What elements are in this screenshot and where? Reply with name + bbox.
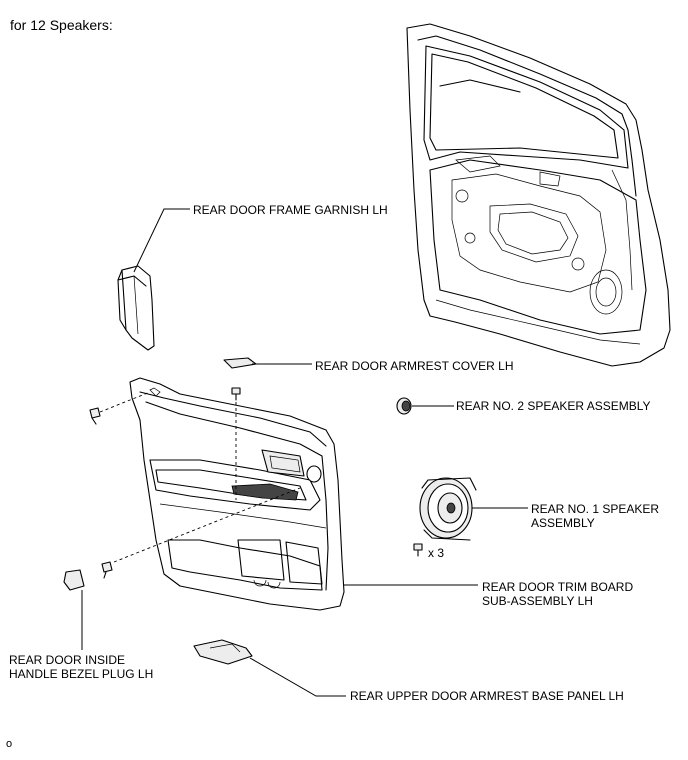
- trim-screw-lower-illustration: [101, 561, 113, 579]
- trim-board-illustration: [129, 377, 345, 611]
- armrest-base-panel-illustration: [193, 639, 253, 665]
- label-armrest-base-panel: REAR UPPER DOOR ARMREST BASE PANEL LH: [350, 689, 624, 703]
- no2-speaker-illustration: [396, 397, 412, 415]
- armrest-cover-illustration: [223, 357, 257, 369]
- diagram-heading: for 12 Speakers:: [10, 17, 113, 33]
- label-trim-board-line1: REAR DOOR TRIM BOARD: [482, 580, 634, 594]
- speaker-screw-illustration: [413, 543, 423, 557]
- label-screw-count: x 3: [428, 546, 445, 560]
- label-no1-speaker-line2: ASSEMBLY: [531, 516, 595, 530]
- figure-code: o: [6, 738, 13, 750]
- label-frame-garnish: REAR DOOR FRAME GARNISH LH: [193, 203, 388, 217]
- trim-screw-top-illustration: [231, 387, 241, 401]
- frame-garnish-illustration: [117, 265, 155, 351]
- label-no2-speaker: REAR NO. 2 SPEAKER ASSEMBLY: [456, 399, 651, 413]
- label-bezel-plug-line2: HANDLE BEZEL PLUG LH: [9, 667, 154, 681]
- label-no1-speaker-line1: REAR NO. 1 SPEAKER: [531, 502, 660, 516]
- no1-speaker-illustration: [419, 477, 477, 541]
- label-armrest-cover: REAR DOOR ARMREST COVER LH: [315, 359, 514, 373]
- label-bezel-plug-line1: REAR DOOR INSIDE: [9, 653, 126, 667]
- trim-clip-illustration: [89, 407, 101, 425]
- door-inner-panel-illustration: [406, 23, 671, 367]
- label-trim-board-line2: SUB-ASSEMBLY LH: [482, 594, 593, 608]
- bezel-plug-illustration: [63, 569, 85, 591]
